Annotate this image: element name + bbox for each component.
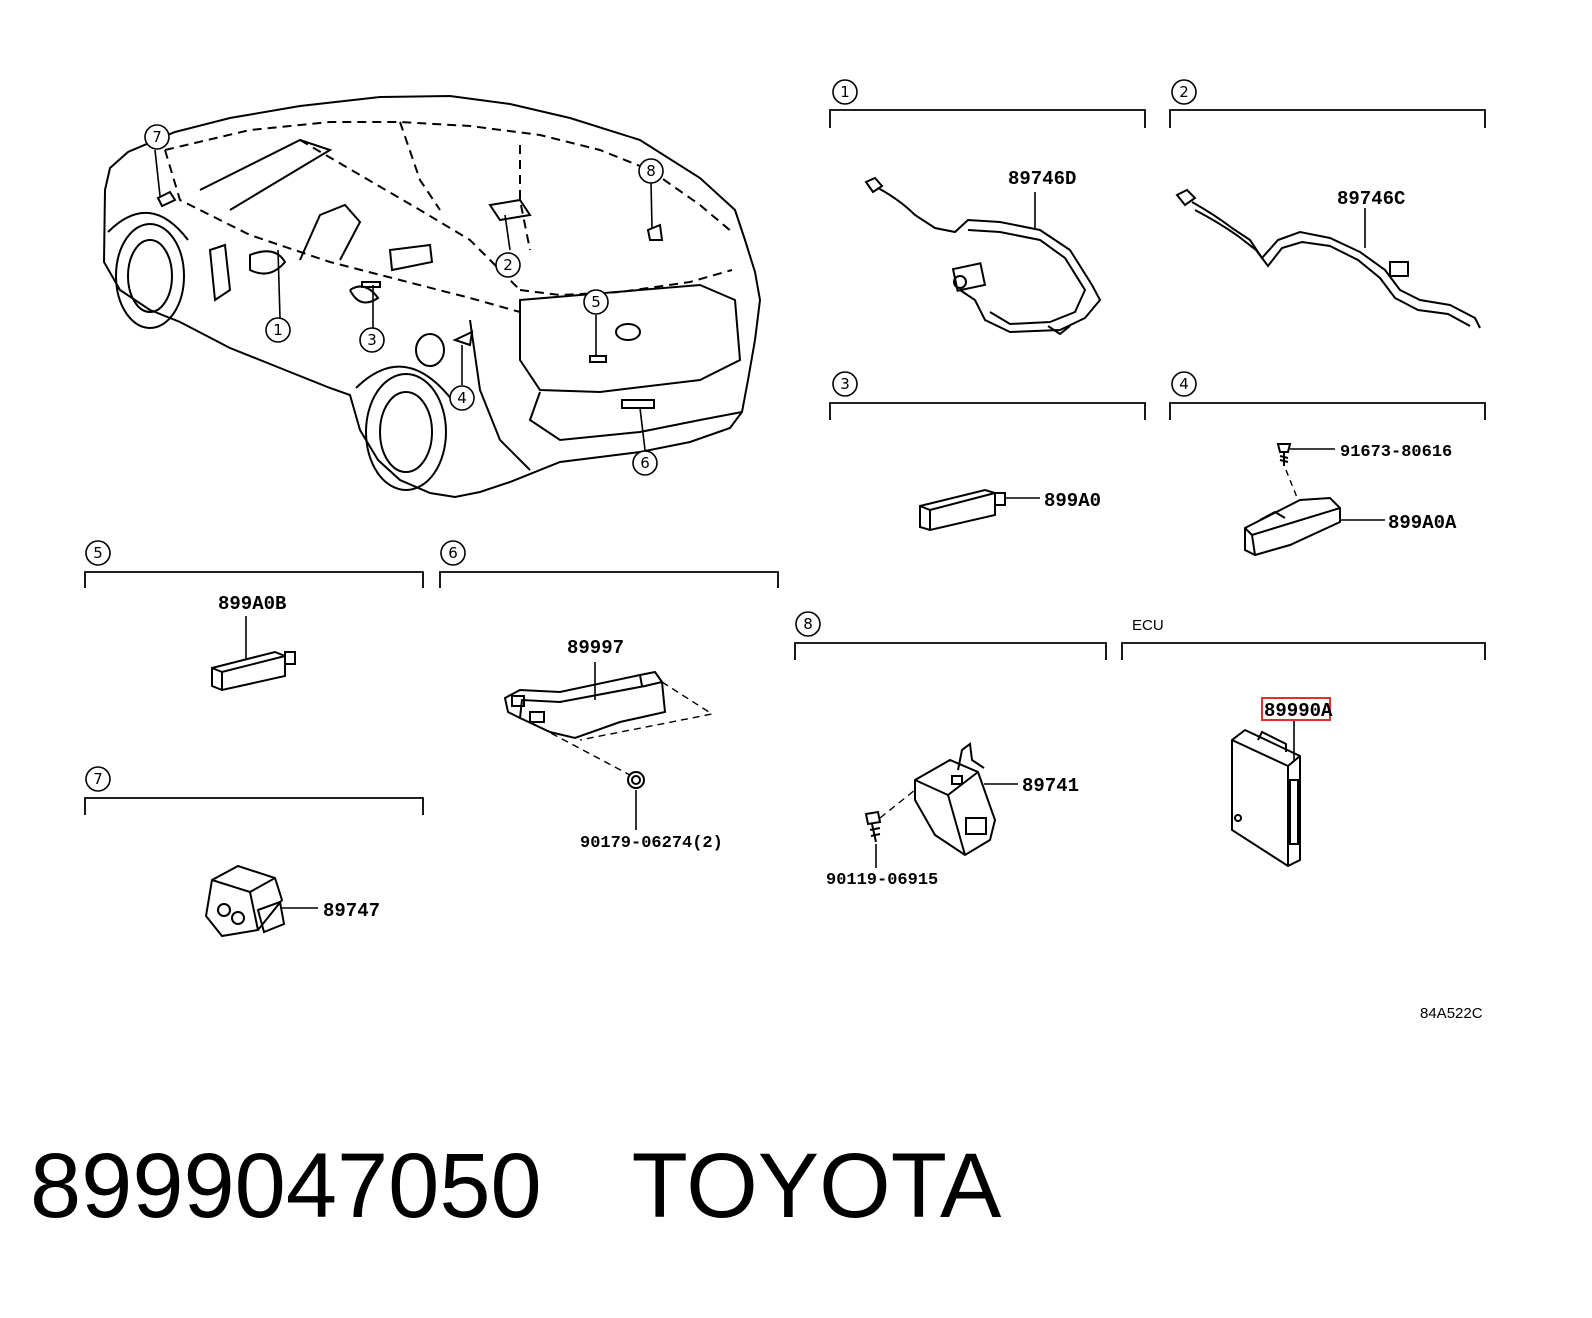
section-5-bracket: [84, 571, 424, 588]
part-label-89741: 89741: [1022, 775, 1079, 797]
diagram-reference-code: 84A522C: [1420, 1005, 1483, 1022]
harness-89746c: [1175, 188, 1481, 329]
section-6-bracket: [439, 571, 779, 588]
handle-89997: [503, 670, 667, 740]
part-label-91673-80616: 91673-80616: [1340, 443, 1452, 462]
section-8-bracket: [794, 642, 1107, 660]
section-6-number: 6: [448, 544, 458, 562]
sensor-899a0a: [1244, 496, 1341, 557]
screw-91673-80616: [1276, 443, 1292, 466]
footer-brand: TOYOTA: [631, 1135, 1002, 1237]
sensor-899a0b: [211, 650, 296, 692]
car-callout-6: 6: [640, 454, 650, 472]
section-1-bracket: [829, 109, 1146, 128]
section-2-number: 2: [1179, 83, 1189, 101]
car-callout-1: 1: [273, 321, 283, 339]
bolt-90119-06915: [864, 810, 882, 843]
ecu-unit-89990a: [1231, 728, 1301, 868]
section-1-number: 1: [840, 83, 850, 101]
car-callout-2: 2: [503, 256, 513, 274]
car-illustration: [102, 94, 762, 499]
part-label-89746d: 89746D: [1008, 168, 1076, 190]
part-label-899a0: 899A0: [1044, 490, 1101, 512]
section-7-bracket: [84, 797, 424, 815]
part-label-899a0b: 899A0B: [218, 593, 286, 615]
sensor-899a0: [919, 488, 1006, 532]
section-7-number: 7: [93, 770, 103, 788]
harness-89746d: [864, 176, 1102, 336]
section-2-bracket: [1169, 109, 1486, 128]
section-3-bracket: [829, 402, 1146, 420]
car-callout-4: 4: [457, 389, 467, 407]
part-label-899a0a: 899A0A: [1388, 512, 1457, 534]
nut-90179-06274: [627, 771, 645, 789]
sensor-89747: [204, 864, 286, 938]
sensor-89741: [914, 742, 997, 857]
ecu-section-title: ECU: [1132, 617, 1164, 634]
section-4-bracket: [1169, 402, 1486, 420]
part-label-89747: 89747: [323, 900, 380, 922]
footer-part-number: 8999047050: [30, 1135, 542, 1237]
section-8-number: 8: [803, 615, 813, 633]
part-label-89990a: 89990A: [1264, 700, 1333, 722]
section-3-number: 3: [840, 375, 850, 393]
section-ecu-bracket: [1121, 642, 1486, 660]
section-4-number: 4: [1179, 375, 1189, 393]
car-callout-3: 3: [367, 331, 377, 349]
car-callout-5: 5: [591, 293, 601, 311]
part-label-89997: 89997: [567, 637, 624, 659]
part-label-90179-06274: 90179-06274(2): [580, 834, 723, 853]
car-callout-7: 7: [152, 128, 162, 146]
section-5-number: 5: [93, 544, 103, 562]
highlight-box: [1261, 697, 1331, 721]
part-label-89746c: 89746C: [1337, 188, 1405, 210]
car-callout-8: 8: [646, 162, 656, 180]
part-label-90119-06915: 90119-06915: [826, 871, 938, 890]
